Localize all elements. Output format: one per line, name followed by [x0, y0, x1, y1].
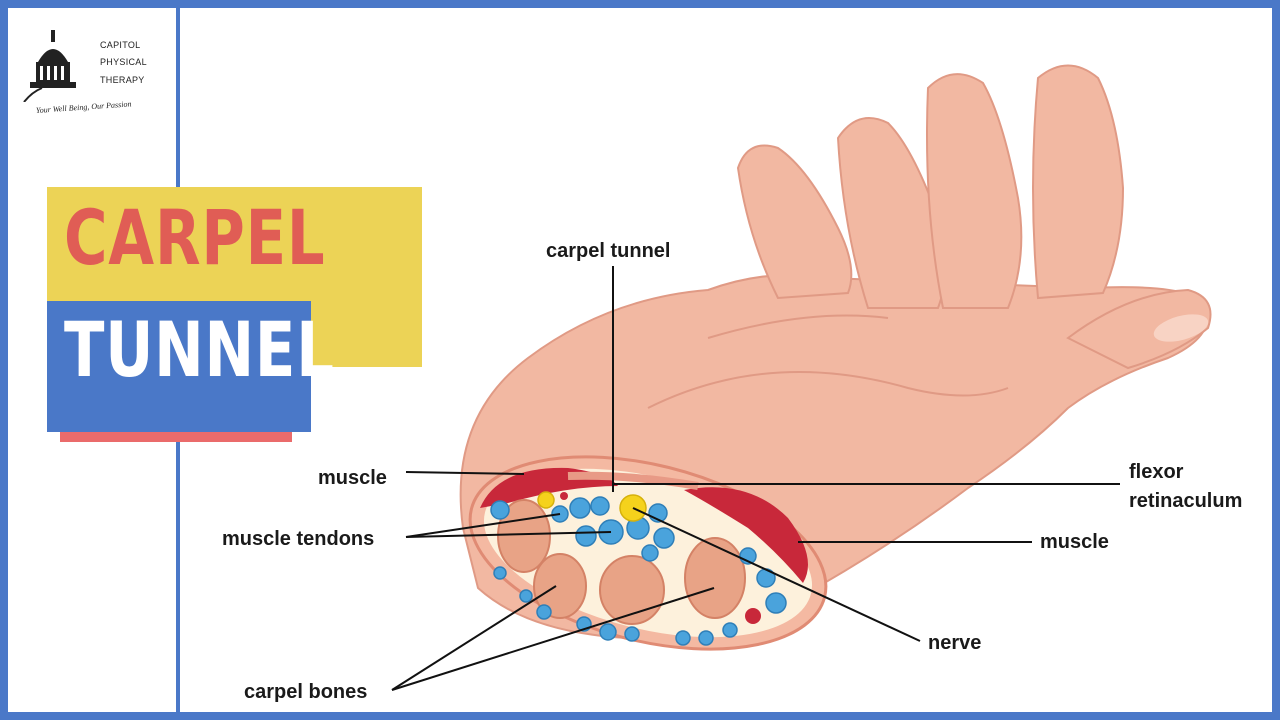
label-muscle-tendons: muscle tendons [222, 528, 374, 550]
slide-frame: CAPITOL PHYSICAL THERAPY Your Well Being… [8, 8, 1272, 712]
label-nerve: nerve [928, 632, 981, 654]
label-muscle-right: muscle [1040, 531, 1109, 553]
label-retinaculum: retinaculum [1129, 490, 1242, 512]
logo-line-1: CAPITOL [100, 40, 141, 50]
leader-lines [391, 266, 1120, 691]
label-flexor: flexor [1129, 461, 1184, 483]
capitol-dome-icon [23, 30, 76, 102]
logo-line-2: PHYSICAL [100, 57, 147, 67]
title-blue-block [47, 301, 311, 432]
logo-line-3: THERAPY [100, 75, 145, 85]
label-muscle-left: muscle [318, 467, 387, 489]
logo: CAPITOL PHYSICAL THERAPY Your Well Being… [22, 22, 162, 122]
label-carpel-tunnel: carpel tunnel [546, 240, 670, 262]
hand-anatomy-diagram: carpel tunnel muscle muscle tendons carp… [222, 64, 1242, 703]
title-red-bar [60, 430, 292, 442]
muscle-right-shape [684, 487, 808, 583]
label-carpel-bones: carpel bones [244, 681, 367, 703]
title-word-carpel: CARPEL [64, 193, 326, 282]
title-word-tunnel: TUNNEL [64, 305, 335, 394]
